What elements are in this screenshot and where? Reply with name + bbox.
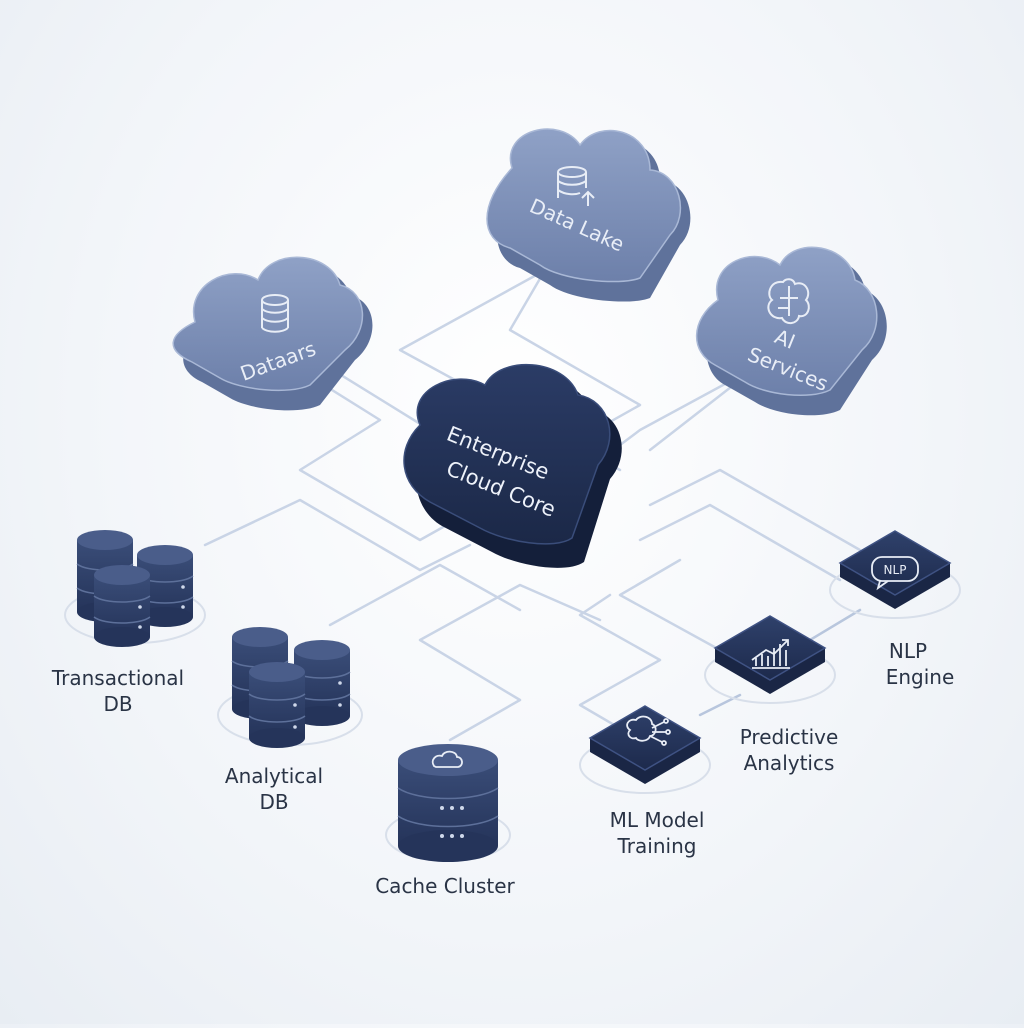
predictive-analytics-node[interactable] [704, 615, 836, 704]
analytical-db-node[interactable] [217, 627, 363, 748]
data-lake-cloud[interactable] [486, 128, 691, 302]
predictive-analytics-label-line1: Predictive [739, 725, 839, 749]
transactional-db-label-line2: DB [103, 692, 133, 716]
ml-model-training-label-line2: Training [617, 834, 697, 858]
enterprise-cloud-core[interactable] [403, 364, 622, 568]
predictive-analytics-label-line2: Analytics [743, 751, 835, 775]
database-icon [261, 294, 289, 333]
transactional-db-node[interactable] [64, 530, 206, 647]
transactional-db-label-line1: Transactional [51, 666, 185, 690]
brain-icon [767, 278, 810, 324]
nlp-engine-label-line2: Engine [885, 665, 955, 689]
bar-chart-icon [751, 639, 790, 669]
ai-services-cloud[interactable] [695, 246, 887, 416]
transactional-db-disks [76, 530, 194, 647]
nlp-icon-text: NLP [884, 563, 907, 577]
database-upload-icon [557, 166, 595, 206]
nlp-engine-node[interactable]: NLP [829, 530, 961, 619]
cache-cluster-label: Cache Cluster [375, 874, 515, 898]
ml-model-training-node[interactable] [579, 705, 711, 794]
nlp-engine-label-line1: NLP [888, 639, 928, 663]
neural-network-icon [626, 715, 671, 746]
analytical-db-disks [231, 627, 351, 748]
analytical-db-label-line1: Analytical [224, 764, 324, 788]
datastores-cloud[interactable] [172, 256, 373, 411]
speech-bubble-icon: NLP [871, 556, 919, 591]
analytical-db-label-line2: DB [259, 790, 289, 814]
cloud-icon [431, 750, 463, 768]
ml-model-training-label-line1: ML Model [609, 808, 705, 832]
cache-cluster-node[interactable] [385, 744, 511, 862]
cache-cluster-cylinder [397, 744, 499, 862]
